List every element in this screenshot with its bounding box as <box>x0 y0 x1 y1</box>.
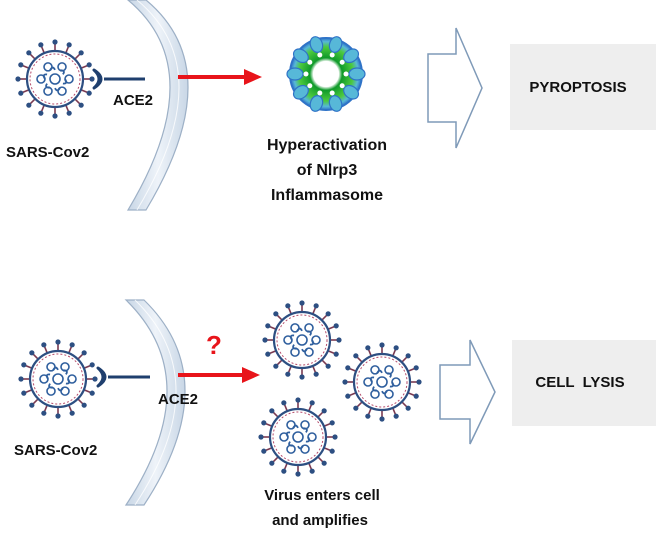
membrane-icon <box>126 0 189 211</box>
bottom-row: ? SARS-Cov2 ACE2 Virus enters cell and a… <box>14 299 656 529</box>
virus-icon <box>18 339 98 419</box>
result-line-1: Virus enters cell <box>264 487 380 504</box>
virus-label: SARS-Cov2 <box>6 144 89 161</box>
receptor-label: ACE2 <box>158 391 198 408</box>
virus-icon <box>342 342 422 422</box>
top-row: SARS-Cov2 ACE2 Hyperactivation of Nlrp3 … <box>6 0 656 211</box>
virus-icon <box>262 300 342 380</box>
arrow-icon <box>178 367 260 383</box>
inflammasome-icon <box>286 36 366 112</box>
virus-icon <box>15 39 95 119</box>
block-arrow-icon <box>427 27 483 149</box>
ace2-receptor-icon <box>96 366 150 388</box>
virus-label: SARS-Cov2 <box>14 442 97 459</box>
outcome-box <box>512 340 656 426</box>
result-line-2: of Nlrp3 <box>297 162 358 179</box>
result-line-1: Hyperactivation <box>267 137 387 154</box>
virus-icon <box>258 397 338 477</box>
membrane-icon <box>124 299 186 506</box>
arrow-icon <box>178 69 262 85</box>
outcome-box <box>510 44 656 130</box>
result-line-2: and amplifies <box>272 512 368 529</box>
ace2-receptor-icon <box>92 68 145 90</box>
question-mark: ? <box>206 330 222 360</box>
block-arrow-icon <box>439 339 496 445</box>
result-line-3: Inflammasome <box>271 187 383 204</box>
receptor-label: ACE2 <box>113 92 153 109</box>
outcome-label: PYROPTOSIS <box>529 79 626 96</box>
outcome-label: CELL LYSIS <box>535 374 624 391</box>
